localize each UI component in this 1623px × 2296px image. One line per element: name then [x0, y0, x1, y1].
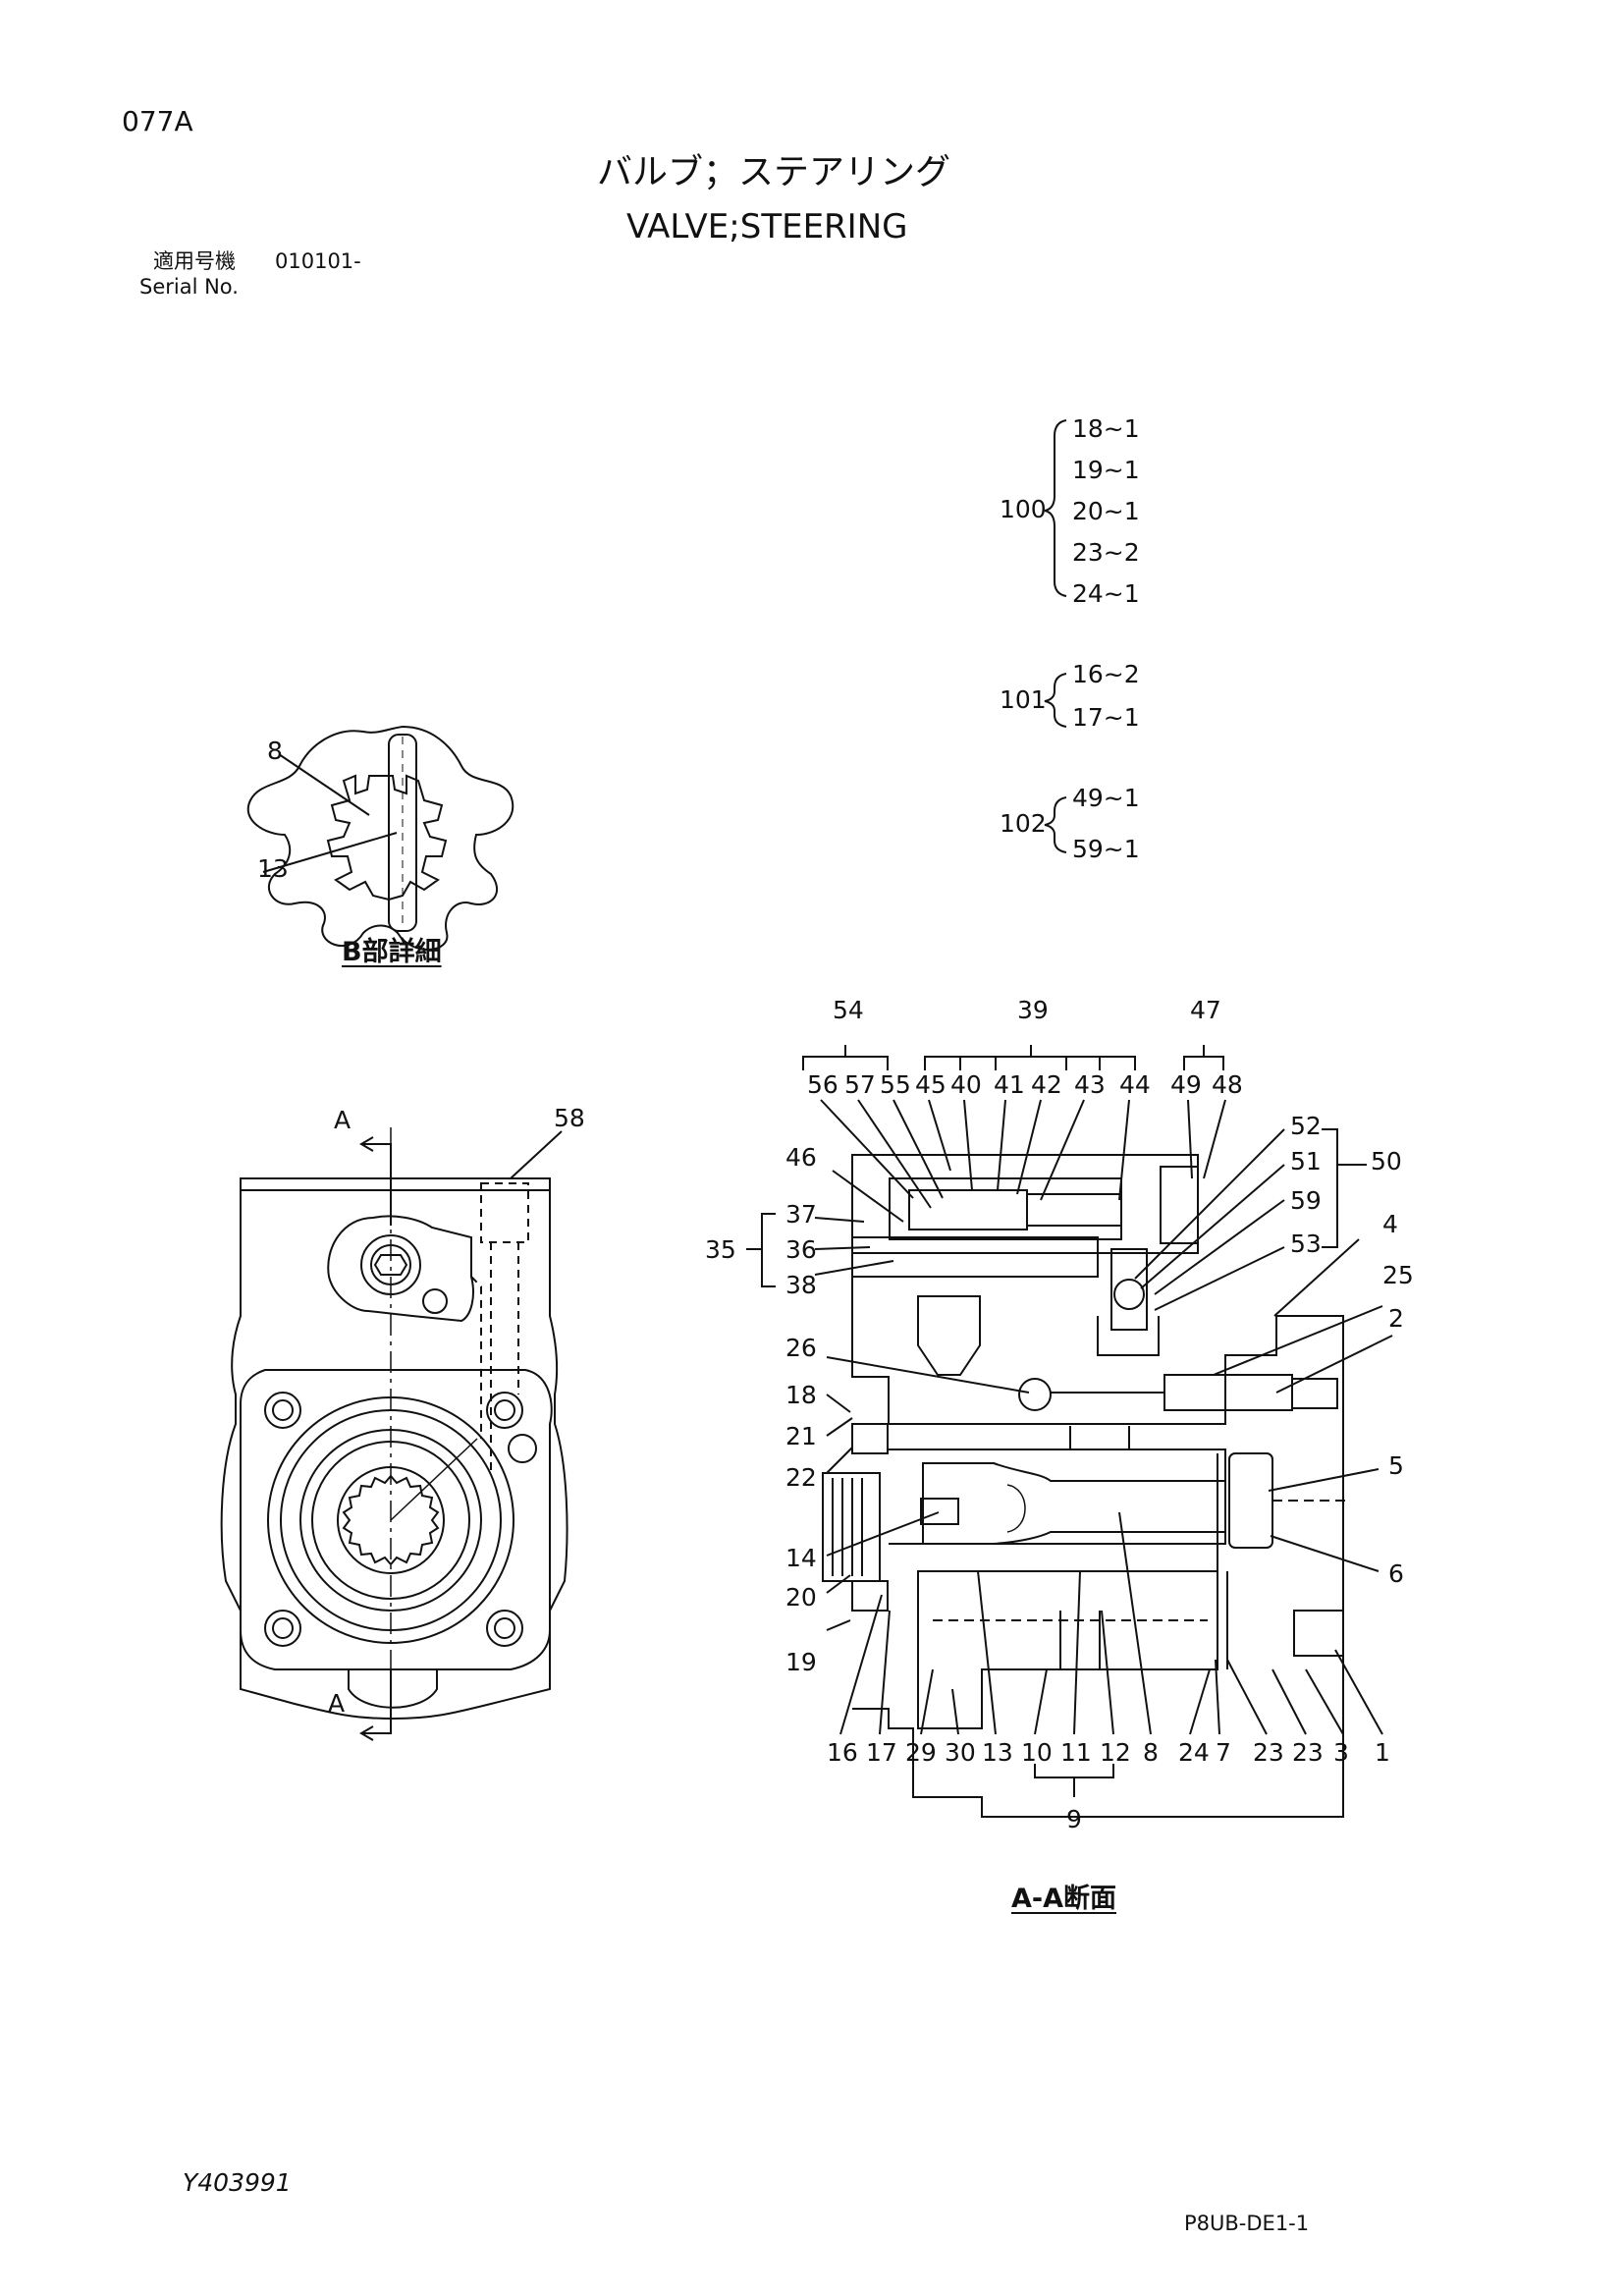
drawing-number: Y403991	[183, 2168, 292, 2197]
serial-value: 010101-	[275, 249, 361, 273]
front-label-58: 58	[554, 1104, 585, 1132]
kit-102-item: 49~1	[1072, 784, 1140, 812]
aa-bottom-label: 7	[1216, 1738, 1231, 1767]
serial-label-en: Serial No.	[139, 275, 239, 299]
aa-label-20: 20	[785, 1583, 817, 1612]
aa-bottom-label: 23	[1292, 1738, 1324, 1767]
kit-102-number: 102	[1000, 809, 1047, 838]
aa-bottom-label: 29	[905, 1738, 937, 1767]
aa-bottom-label: 1	[1375, 1738, 1390, 1767]
aa-label-59: 59	[1290, 1186, 1322, 1215]
detail-b-label-8: 8	[267, 737, 283, 765]
kit-102-item: 59~1	[1072, 835, 1140, 863]
aa-bottom-label: 17	[866, 1738, 897, 1767]
aa-label-36: 36	[785, 1235, 817, 1264]
aa-label-25: 25	[1382, 1261, 1414, 1289]
kit-101-brace	[1045, 674, 1066, 727]
aa-group-47: 47	[1190, 996, 1221, 1024]
aa-bottom-label: 13	[982, 1738, 1013, 1767]
aa-top-label: 45	[915, 1070, 947, 1099]
kit-100-item: 19~1	[1072, 456, 1140, 484]
aa-top-label: 44	[1119, 1070, 1151, 1099]
aa-label-38: 38	[785, 1271, 817, 1299]
detail-b-label-13: 13	[257, 854, 289, 883]
title-japanese: バルブ；ステアリング	[597, 152, 951, 192]
aa-bottom-label: 11	[1060, 1738, 1092, 1767]
page-code: 077A	[122, 105, 193, 137]
aa-group-9: 9	[1066, 1805, 1082, 1833]
aa-label-52: 52	[1290, 1112, 1322, 1140]
kit-100-item: 20~1	[1072, 497, 1140, 525]
title-english: VALVE;STEERING	[626, 207, 908, 246]
aa-top-label: 56	[807, 1070, 839, 1099]
aa-top-label: 41	[994, 1070, 1025, 1099]
aa-label-5: 5	[1388, 1451, 1404, 1480]
aa-label-22: 22	[785, 1463, 817, 1492]
aa-label-14: 14	[785, 1544, 817, 1572]
kit-100-item: 23~2	[1072, 538, 1140, 567]
aa-label-2: 2	[1388, 1304, 1404, 1333]
aa-label-4: 4	[1382, 1210, 1398, 1238]
aa-bottom-label: 24	[1178, 1738, 1210, 1767]
aa-top-label: 40	[950, 1070, 982, 1099]
kit-101-item: 16~2	[1072, 660, 1140, 688]
aa-label-19: 19	[785, 1648, 817, 1676]
aa-label-35: 35	[705, 1235, 736, 1264]
aa-label-50: 50	[1371, 1147, 1402, 1175]
aa-label-53: 53	[1290, 1230, 1322, 1258]
aa-top-label: 43	[1074, 1070, 1106, 1099]
aa-bottom-label: 12	[1100, 1738, 1131, 1767]
front-view-drawing	[222, 1127, 568, 1740]
aa-bottom-label: 16	[827, 1738, 858, 1767]
aa-label-51: 51	[1290, 1147, 1322, 1175]
kit-100-brace	[1045, 420, 1066, 596]
kit-100-item: 18~1	[1072, 414, 1140, 443]
page-reference: P8UB-DE1-1	[1184, 2212, 1310, 2235]
aa-label-6: 6	[1388, 1559, 1404, 1588]
aa-label-37: 37	[785, 1200, 817, 1229]
kit-101-number: 101	[1000, 685, 1047, 714]
section-aa-drawing	[746, 1045, 1392, 1817]
detail-b-caption: B部詳細	[342, 937, 442, 967]
aa-label-46: 46	[785, 1143, 817, 1172]
kit-102-brace	[1045, 797, 1066, 852]
aa-group-54: 54	[833, 996, 864, 1024]
aa-bottom-label: 10	[1021, 1738, 1053, 1767]
aa-label-18: 18	[785, 1381, 817, 1409]
aa-bottom-label: 30	[945, 1738, 976, 1767]
detail-b-drawing	[248, 727, 514, 950]
kit-100-number: 100	[1000, 495, 1047, 523]
aa-bottom-label: 3	[1333, 1738, 1349, 1767]
aa-label-21: 21	[785, 1422, 817, 1450]
aa-top-label: 55	[880, 1070, 911, 1099]
kit-101-item: 17~1	[1072, 703, 1140, 732]
section-mark-bottom: A	[328, 1689, 346, 1718]
aa-top-label: 49	[1170, 1070, 1202, 1099]
aa-bottom-label: 23	[1253, 1738, 1284, 1767]
serial-label-jp: 適用号機	[153, 249, 236, 273]
aa-bottom-label: 8	[1143, 1738, 1159, 1767]
aa-top-label: 42	[1031, 1070, 1062, 1099]
aa-group-39: 39	[1017, 996, 1049, 1024]
aa-top-label: 48	[1212, 1070, 1243, 1099]
section-mark-top: A	[334, 1106, 352, 1134]
kit-100-item: 24~1	[1072, 579, 1140, 608]
aa-top-label: 57	[844, 1070, 876, 1099]
section-aa-caption: A-A断面	[1011, 1884, 1116, 1914]
aa-label-26: 26	[785, 1334, 817, 1362]
